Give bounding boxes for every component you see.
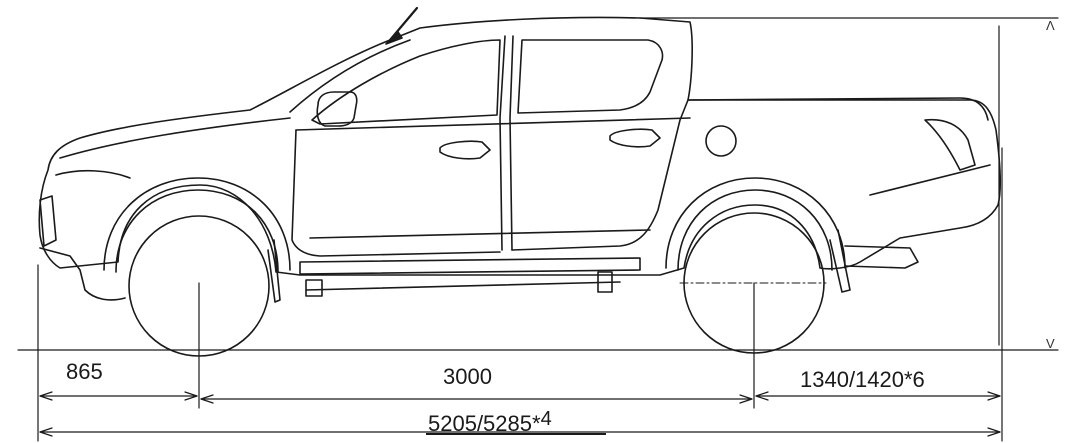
front-window xyxy=(311,39,501,125)
front-mudflap xyxy=(267,239,281,303)
step-bracket-rear xyxy=(597,271,613,293)
belt-line xyxy=(295,117,691,131)
front-overhang-label: 865 xyxy=(66,359,103,384)
rear-overhang-label: 1340/1420*6 xyxy=(800,367,925,392)
overall-length-note: 4 xyxy=(540,408,552,430)
overall-length-underline xyxy=(426,433,606,435)
fuel-cap xyxy=(705,125,737,157)
front-door-outline xyxy=(291,129,501,257)
front-overhang-dimension xyxy=(39,391,198,401)
front-door-handle xyxy=(439,140,491,160)
rear-window xyxy=(517,39,664,114)
rear-door-handle xyxy=(609,128,661,148)
rear-mudflap xyxy=(829,229,851,293)
rear-overhang-dimension xyxy=(755,391,1001,401)
step-bracket-front xyxy=(305,279,323,297)
front-bumper xyxy=(39,247,126,301)
headlight xyxy=(55,169,131,179)
height-bottom-mark: V xyxy=(1046,336,1055,351)
front-wheel-arch-inner xyxy=(115,189,279,273)
wheelbase-dimension xyxy=(200,394,753,404)
side-step xyxy=(299,257,641,275)
rear-wheel-arch xyxy=(665,177,846,269)
body-outline xyxy=(38,16,1001,276)
bed-top-line xyxy=(687,97,989,121)
bed-lower-line xyxy=(869,164,991,196)
underbody-rail xyxy=(305,281,621,291)
overall-length-dimension xyxy=(39,427,1001,437)
b-pillar-inner xyxy=(509,35,514,251)
taillight xyxy=(924,118,976,171)
windshield-line xyxy=(289,39,411,113)
character-line xyxy=(309,229,651,239)
side-mirror xyxy=(316,91,358,127)
height-top-mark: Λ xyxy=(1046,18,1055,33)
overall-length-label: 5205/5285*4 xyxy=(428,409,552,435)
b-pillar xyxy=(499,35,506,251)
wheelbase-label: 3000 xyxy=(443,364,492,389)
rear-door-outline xyxy=(511,99,689,251)
rear-underbody xyxy=(844,245,919,269)
front-grille xyxy=(39,195,57,247)
hood-line xyxy=(59,117,291,159)
rear-wheel-arch-inner xyxy=(677,189,833,271)
front-wheel-arch xyxy=(103,177,291,271)
overall-length-value: 5205/5285* xyxy=(428,411,541,436)
